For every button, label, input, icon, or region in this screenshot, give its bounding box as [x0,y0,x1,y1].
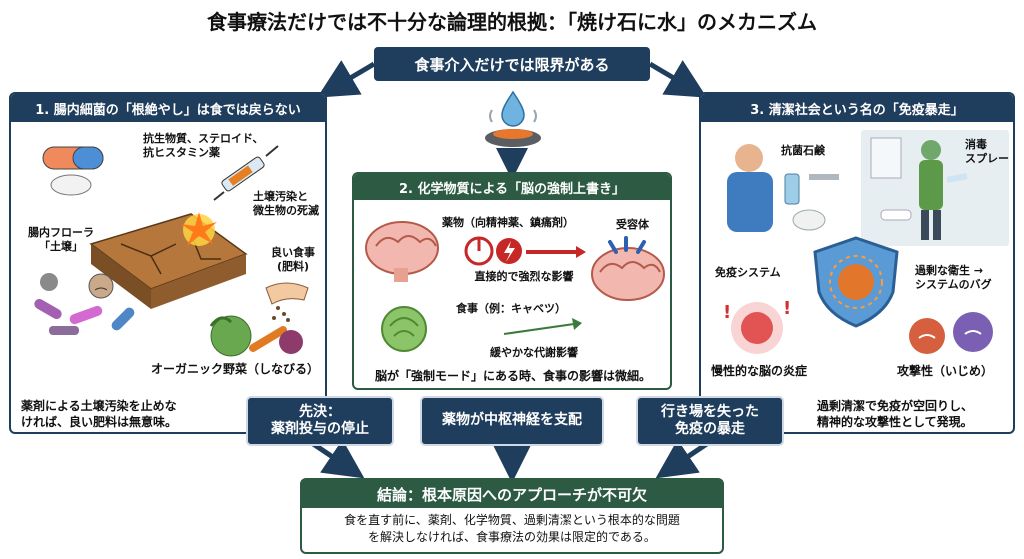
conclusion-body: 食を直す前に、薬剤、化学物質、過剰清潔という根本的な問題 を解決しなければ、食事… [344,513,680,545]
hand-washing-icon [709,134,849,244]
top-box: 食事介入だけでは限界がある [374,47,650,81]
disinfectant-spray-label: 消毒 スプレー [965,138,1009,165]
panel1-caption: 薬剤による土壌汚染を止めな ければ、良い肥料は無意味。 [21,399,178,430]
immune-system-label: 免疫システム [715,266,781,279]
drug-label: 薬物（向精神薬、鎮痛剤） [442,216,574,229]
panel2-heading: 2. 化学物質による「脳の強制上書き」 [354,174,670,200]
conclusion-heading: 結論：根本原因へのアプローチが不可欠 [302,480,722,508]
drugs-label: 抗生物質、ステロイド、 抗ヒスタミン薬 [143,132,264,159]
antibacterial-soap-label: 抗菌石鹸 [781,144,825,157]
panel3-caption: 過剰清潔で免疫が空回りし、 精神的な攻撃性として発現。 [817,399,974,430]
panel1-heading: 1. 腸内細菌の「根絶やし」は食では戻らない [11,94,325,122]
panel-gut-flora: 1. 腸内細菌の「根絶やし」は食では戻らない 抗生物質、ステロイド、 抗ヒスタミ… [9,92,327,434]
organic-vegetables-label: オーガニック野菜（しなびる） [150,362,319,376]
hand-fertilizer-icon [256,274,316,324]
panel2-caption: 脳が「強制モード」にある時、食事の影響は微細。 [374,369,651,383]
good-food-label: 良い食事 (肥料) [271,246,315,273]
slow-effect-label: 緩やかな代謝影響 [490,346,578,359]
stop-medication-box: 先決： 薬剤投与の停止 [246,396,394,446]
syringe-icon [206,142,286,212]
bacteria-icon [29,264,139,344]
svg-text:!: ! [783,298,791,319]
power-icon [464,234,524,268]
cracked-soil-icon [81,204,251,314]
panel-immune-runaway: 3. 清潔社会という名の「免疫暴走」 抗菌石鹸 消毒 スプレー 免疫システム [699,92,1015,434]
conclusion-box: 結論：根本原因へのアプローチが不可欠 食を直す前に、薬剤、化学物質、過剰清潔とい… [300,478,724,554]
inflammation-icon: ! ! [713,294,803,358]
water-drop-stone-icon [478,88,548,150]
virus-attack-icon [897,304,1007,364]
bathroom-spray-icon [861,130,1009,246]
panel3-heading: 3. 清潔社会という名の「免疫暴走」 [701,94,1013,122]
brain-left-icon [362,218,442,284]
aggression-label: 攻撃性（いじめ） [897,364,994,378]
brain-inflammation-label: 慢性的な脳の炎症 [711,364,808,378]
direct-effect-label: 直接的で強烈な影響 [474,270,574,283]
gut-flora-label: 腸内フローラ 「土壌」 [28,226,94,253]
brain-right-icon [586,236,670,306]
panel-chemical-override: 2. 化学物質による「脳の強制上書き」 薬物（向精神薬、鎮痛剤） 受容体 直接的… [352,172,672,390]
cabbage-icon [374,304,434,354]
pills-icon [41,139,121,199]
soil-pollution-label: 土壌汚染と 微生物の死滅 [253,190,319,217]
food-cabbage-label: 食事（例：キャベツ） [456,302,566,315]
panel2-arrows [503,246,586,335]
immune-shield-icon [801,234,911,330]
over-hygiene-label: 過剰な衛生 → システムのバグ [915,264,992,291]
immune-runaway-box: 行き場を失った 免疫の暴走 [636,396,784,446]
receptor-label: 受容体 [616,218,649,231]
drug-control-box: 薬物が中枢神経を支配 [420,396,604,446]
vegetables-icon [191,308,321,360]
page-title: 食事療法だけでは不十分な論理的根拠：「焼け石に水」のメカニズム [207,10,817,34]
svg-text:!: ! [723,302,731,323]
